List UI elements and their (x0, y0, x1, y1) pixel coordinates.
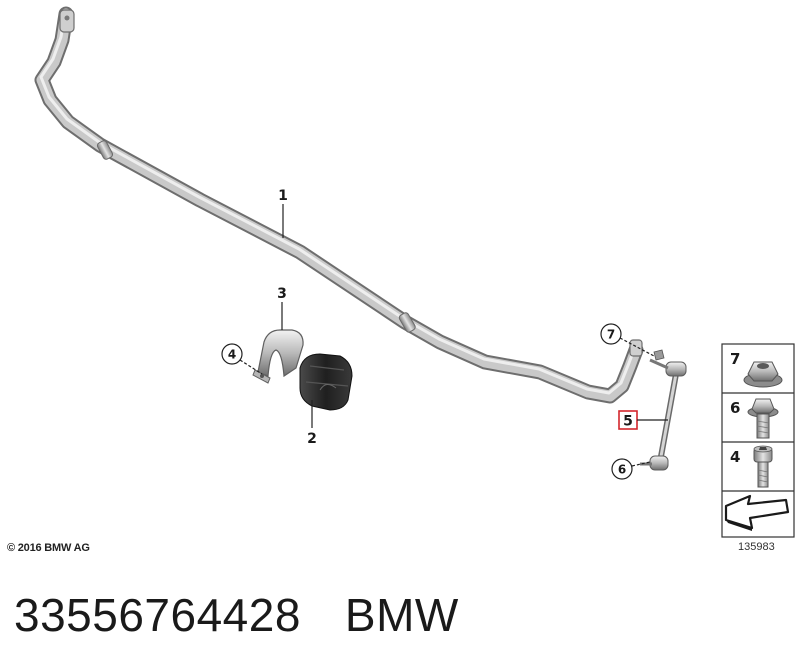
bar-collar-right (398, 312, 416, 333)
stabilizer-link (640, 358, 687, 471)
hex-flange-bolt-icon (747, 398, 779, 439)
copyright-notice: © 2016 BMW AG (7, 542, 90, 554)
fastener-side-panel: 7 6 4 (721, 343, 795, 538)
callout-4-circle (221, 343, 243, 365)
link-top-nut (653, 349, 665, 361)
callout-4-label: 4 (228, 348, 236, 362)
side-item-7-number: 7 (730, 350, 740, 368)
hex-flange-nut-icon (743, 361, 783, 388)
callout-6-circle (611, 458, 633, 480)
arrow-back-icon[interactable] (724, 494, 790, 531)
callout-6-leader (631, 461, 651, 467)
callout-6-label: 6 (618, 463, 626, 477)
stabilizer-bracket (252, 329, 304, 384)
callout-2-label: 2 (307, 431, 317, 447)
stabilizer-bar (34, 6, 644, 404)
diagram-id: 135983 (738, 541, 775, 553)
brand-name: BMW (344, 589, 459, 641)
part-caption: 33556764428 BMW (14, 588, 459, 642)
callout-7-label: 7 (607, 328, 615, 342)
socket-head-bolt-icon (753, 445, 773, 488)
part-number: 33556764428 (14, 589, 301, 641)
bar-collar-left (96, 140, 114, 160)
callout-1-label: 1 (278, 188, 288, 204)
callout-7-circle (600, 323, 622, 345)
callout-5-label: 5 (623, 414, 633, 430)
side-item-4-number: 4 (730, 448, 740, 466)
rubber-mount (299, 353, 353, 411)
callout-3-label: 3 (277, 286, 287, 302)
callout-4-leader (239, 359, 263, 375)
callout-7-leader (619, 337, 655, 357)
side-item-6-number: 6 (730, 399, 740, 417)
